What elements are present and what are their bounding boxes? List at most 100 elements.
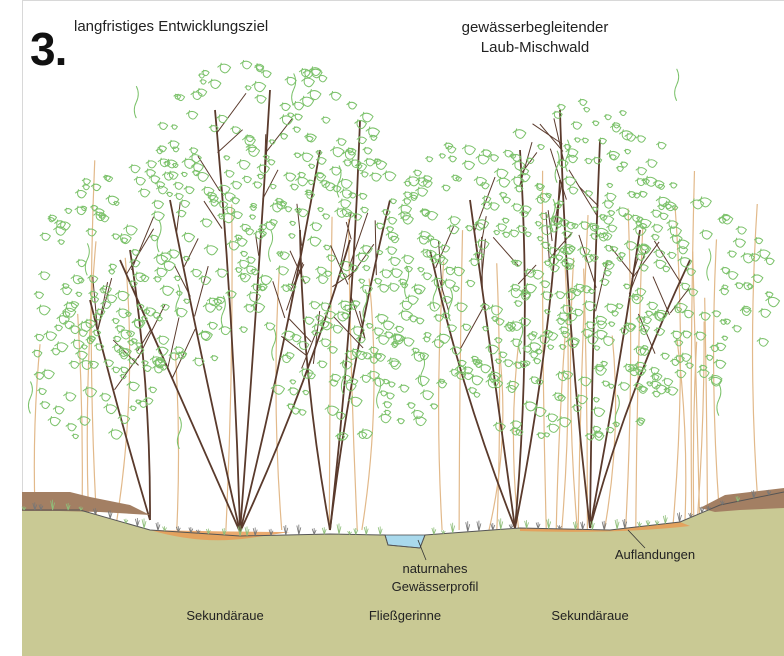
leaf-cluster <box>654 259 666 268</box>
leaf-cluster <box>444 266 455 274</box>
leaf-cluster <box>497 177 510 187</box>
leaf-cluster <box>281 284 291 291</box>
leaf-cluster <box>257 174 264 179</box>
leaf-cluster <box>106 195 119 205</box>
leaf-cluster <box>681 330 691 338</box>
leaf-cluster <box>131 249 139 255</box>
leaf-cluster <box>448 216 460 225</box>
leaf-cluster <box>82 178 90 184</box>
leaf-cluster <box>511 203 522 211</box>
leaf-cluster <box>32 349 42 357</box>
leaf-cluster <box>388 256 400 265</box>
leaf-cluster <box>395 326 404 333</box>
leaf-cluster <box>327 346 337 354</box>
leaf-cluster <box>593 397 600 402</box>
leaf-cluster <box>582 138 589 143</box>
leaf-cluster <box>173 182 183 190</box>
grass-tuft <box>337 523 341 534</box>
leaf-cluster <box>235 237 247 246</box>
leaf-cluster <box>226 290 237 298</box>
leaf-cluster <box>636 167 647 175</box>
leaf-cluster <box>399 384 409 392</box>
forest-type-line-2: Laub-Mischwald <box>440 38 630 58</box>
leaf-cluster <box>399 310 413 321</box>
leaf-cluster <box>153 276 161 282</box>
leaf-cluster <box>336 138 346 146</box>
grass-tuft <box>466 521 470 532</box>
leaf-cluster <box>200 79 207 84</box>
tree-trunk <box>590 140 600 528</box>
leaf-cluster <box>292 101 303 110</box>
leaf-cluster <box>406 295 419 305</box>
leaf-cluster <box>646 381 652 386</box>
leaf-cluster <box>735 282 743 288</box>
leaf-cluster <box>76 259 86 267</box>
leaf-cluster <box>624 149 631 154</box>
forest-type-title: gewässerbegleitender Laub-Mischwald <box>440 18 630 58</box>
leaf-cluster <box>302 390 309 395</box>
leaf-cluster <box>535 221 542 226</box>
leaf-cluster <box>651 224 662 233</box>
leaf-cluster <box>604 114 611 120</box>
leaf-cluster <box>176 209 186 216</box>
grass-tuft <box>491 523 495 530</box>
tree-trunk <box>170 200 240 532</box>
grass-tuft <box>499 518 503 529</box>
leaf-cluster <box>700 229 713 239</box>
leaf-cluster <box>231 181 242 190</box>
channel-profile-line-2: Gewässerprofil <box>380 578 490 596</box>
leaf-cluster <box>48 217 54 222</box>
leaf-cluster <box>219 326 231 335</box>
leaf-cluster <box>452 266 465 276</box>
grass-tuft <box>558 525 562 529</box>
young-trunk <box>705 298 708 530</box>
leaf-cluster <box>331 324 342 333</box>
leaf-cluster <box>71 339 84 349</box>
leaf-cluster <box>182 232 195 242</box>
leaf-cluster <box>217 114 228 122</box>
leaf-cluster <box>290 183 299 190</box>
grass-tuft <box>364 526 368 534</box>
leaf-cluster <box>360 207 368 213</box>
leaf-cluster <box>72 434 79 439</box>
leaf-cluster <box>667 226 681 237</box>
leaf-cluster <box>129 164 140 173</box>
leaf-cluster <box>172 146 179 151</box>
tree-canopy <box>28 60 779 449</box>
leaf-strand <box>272 329 276 361</box>
grass-tuft <box>322 527 326 534</box>
leaf-cluster <box>176 291 182 296</box>
leaf-cluster <box>400 300 412 310</box>
leaf-cluster <box>547 423 559 432</box>
leaf-cluster <box>335 311 348 321</box>
leaf-cluster <box>619 110 626 116</box>
leaf-cluster <box>486 344 499 354</box>
leaf-cluster <box>607 210 614 216</box>
leaf-cluster <box>721 267 730 274</box>
leaf-cluster <box>557 104 565 110</box>
leaf-cluster <box>289 221 295 226</box>
leaf-cluster <box>659 212 668 219</box>
leaf-cluster <box>415 375 429 386</box>
leaf-cluster <box>40 401 50 409</box>
leaf-cluster <box>181 172 187 177</box>
leaf-cluster <box>249 214 255 219</box>
leaf-cluster <box>305 136 313 142</box>
tree-trunk <box>120 260 240 532</box>
grass-tuft <box>615 519 619 529</box>
leaf-cluster <box>417 235 429 244</box>
leaf-cluster <box>686 268 696 276</box>
leaf-cluster <box>732 325 741 332</box>
leaf-cluster <box>150 234 158 240</box>
leaf-cluster <box>536 196 545 203</box>
branch <box>177 203 181 232</box>
leaf-cluster <box>167 249 179 258</box>
leaf-cluster <box>100 393 111 401</box>
leaf-cluster <box>203 302 216 312</box>
leaf-cluster <box>386 226 394 232</box>
leaf-cluster <box>669 182 677 188</box>
leaf-cluster <box>662 265 670 271</box>
leaf-cluster <box>154 254 168 265</box>
leaf-cluster <box>462 160 474 169</box>
leaf-cluster <box>383 401 392 408</box>
